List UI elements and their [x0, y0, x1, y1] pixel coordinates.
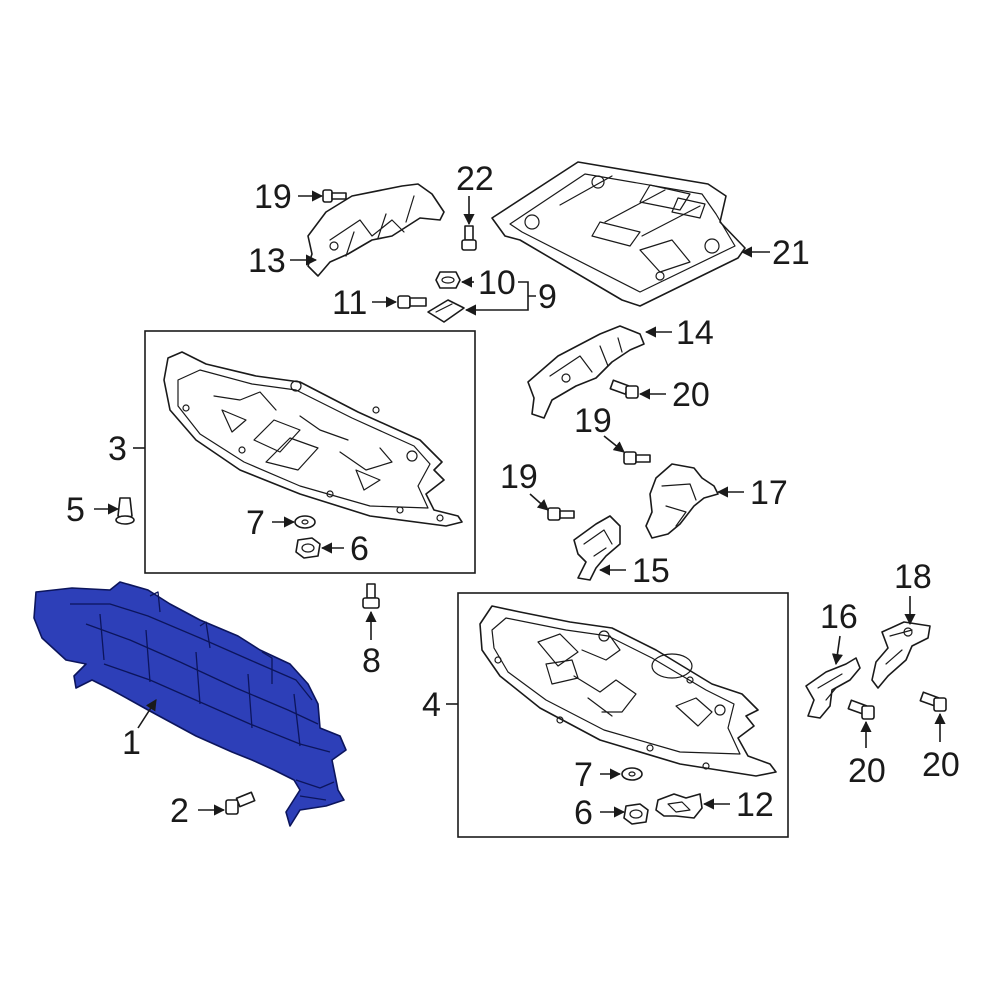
- part-6-nut-a[interactable]: [295, 537, 321, 559]
- callout-labels: 19 13 22 21 10 9 11 14 20 19 19 17 15 3 …: [66, 160, 960, 832]
- callout-9: 9: [538, 278, 557, 316]
- part-8-bolt[interactable]: [362, 583, 380, 609]
- leader-19-mid: [603, 435, 625, 453]
- leader-19-lower: [529, 493, 549, 511]
- callout-22: 22: [456, 160, 494, 198]
- part-12-gasket[interactable]: [655, 793, 703, 819]
- callout-18: 18: [894, 558, 932, 596]
- leader-lines: [94, 190, 946, 818]
- part-21-rear-shield[interactable]: [491, 161, 746, 307]
- part-7-washer-a[interactable]: [294, 515, 316, 529]
- part-3-shield[interactable]: [163, 351, 463, 527]
- part-13-bracket[interactable]: [307, 183, 445, 277]
- callout-6a: 6: [350, 530, 369, 568]
- leader-16: [831, 635, 843, 666]
- callout-7a: 7: [246, 504, 265, 542]
- part-20-bolt-upper[interactable]: [609, 379, 639, 399]
- callout-20-ra: 20: [848, 752, 886, 790]
- part-5-pin[interactable]: [115, 497, 135, 525]
- callout-3: 3: [108, 430, 127, 468]
- part-17-bracket[interactable]: [645, 463, 719, 539]
- part-4-box: [457, 592, 789, 838]
- part-6-nut-b[interactable]: [623, 803, 649, 825]
- part-19-bolt-top[interactable]: [322, 189, 347, 203]
- callout-15: 15: [632, 552, 670, 590]
- part-20-bolt-right-a[interactable]: [847, 699, 875, 720]
- part-11-bolt[interactable]: [397, 295, 427, 309]
- part-3-box: [144, 330, 476, 574]
- callout-8: 8: [362, 642, 381, 680]
- part-1-deflector[interactable]: [33, 581, 347, 827]
- part-15-bracket[interactable]: [573, 515, 621, 581]
- callout-6b: 6: [574, 794, 593, 832]
- callout-14: 14: [676, 314, 714, 352]
- part-19-bolt-lower[interactable]: [547, 507, 575, 521]
- callout-2: 2: [170, 792, 189, 830]
- part-19-bolt-mid[interactable]: [623, 451, 651, 465]
- leader-1: [137, 699, 157, 729]
- leader-9-bracket: [518, 281, 536, 311]
- callout-19-top: 19: [254, 178, 292, 216]
- callout-20-rb: 20: [922, 746, 960, 784]
- part-22-bolt[interactable]: [461, 225, 477, 251]
- callout-21: 21: [772, 234, 810, 272]
- callout-19-mid: 19: [574, 402, 612, 440]
- part-2-bolt[interactable]: [225, 791, 256, 815]
- callout-12: 12: [736, 786, 774, 824]
- part-16-bracket[interactable]: [805, 657, 861, 719]
- part-14-bracket[interactable]: [527, 325, 645, 419]
- callout-7b: 7: [574, 756, 593, 794]
- callout-13: 13: [248, 242, 286, 280]
- callout-1: 1: [122, 724, 141, 762]
- part-18-bracket[interactable]: [871, 621, 931, 689]
- callout-19-lower: 19: [500, 458, 538, 496]
- part-4-shield[interactable]: [479, 605, 777, 777]
- callout-17: 17: [750, 474, 788, 512]
- callout-10: 10: [478, 264, 516, 302]
- callout-20-upper: 20: [672, 376, 710, 414]
- callout-11: 11: [332, 284, 367, 322]
- callout-4: 4: [422, 686, 441, 724]
- callout-16: 16: [820, 598, 858, 636]
- part-9-clip[interactable]: [427, 299, 465, 323]
- part-10-nut[interactable]: [435, 271, 461, 289]
- part-7-washer-b[interactable]: [621, 767, 643, 781]
- part-20-bolt-right-b[interactable]: [919, 691, 947, 712]
- callout-5: 5: [66, 491, 85, 529]
